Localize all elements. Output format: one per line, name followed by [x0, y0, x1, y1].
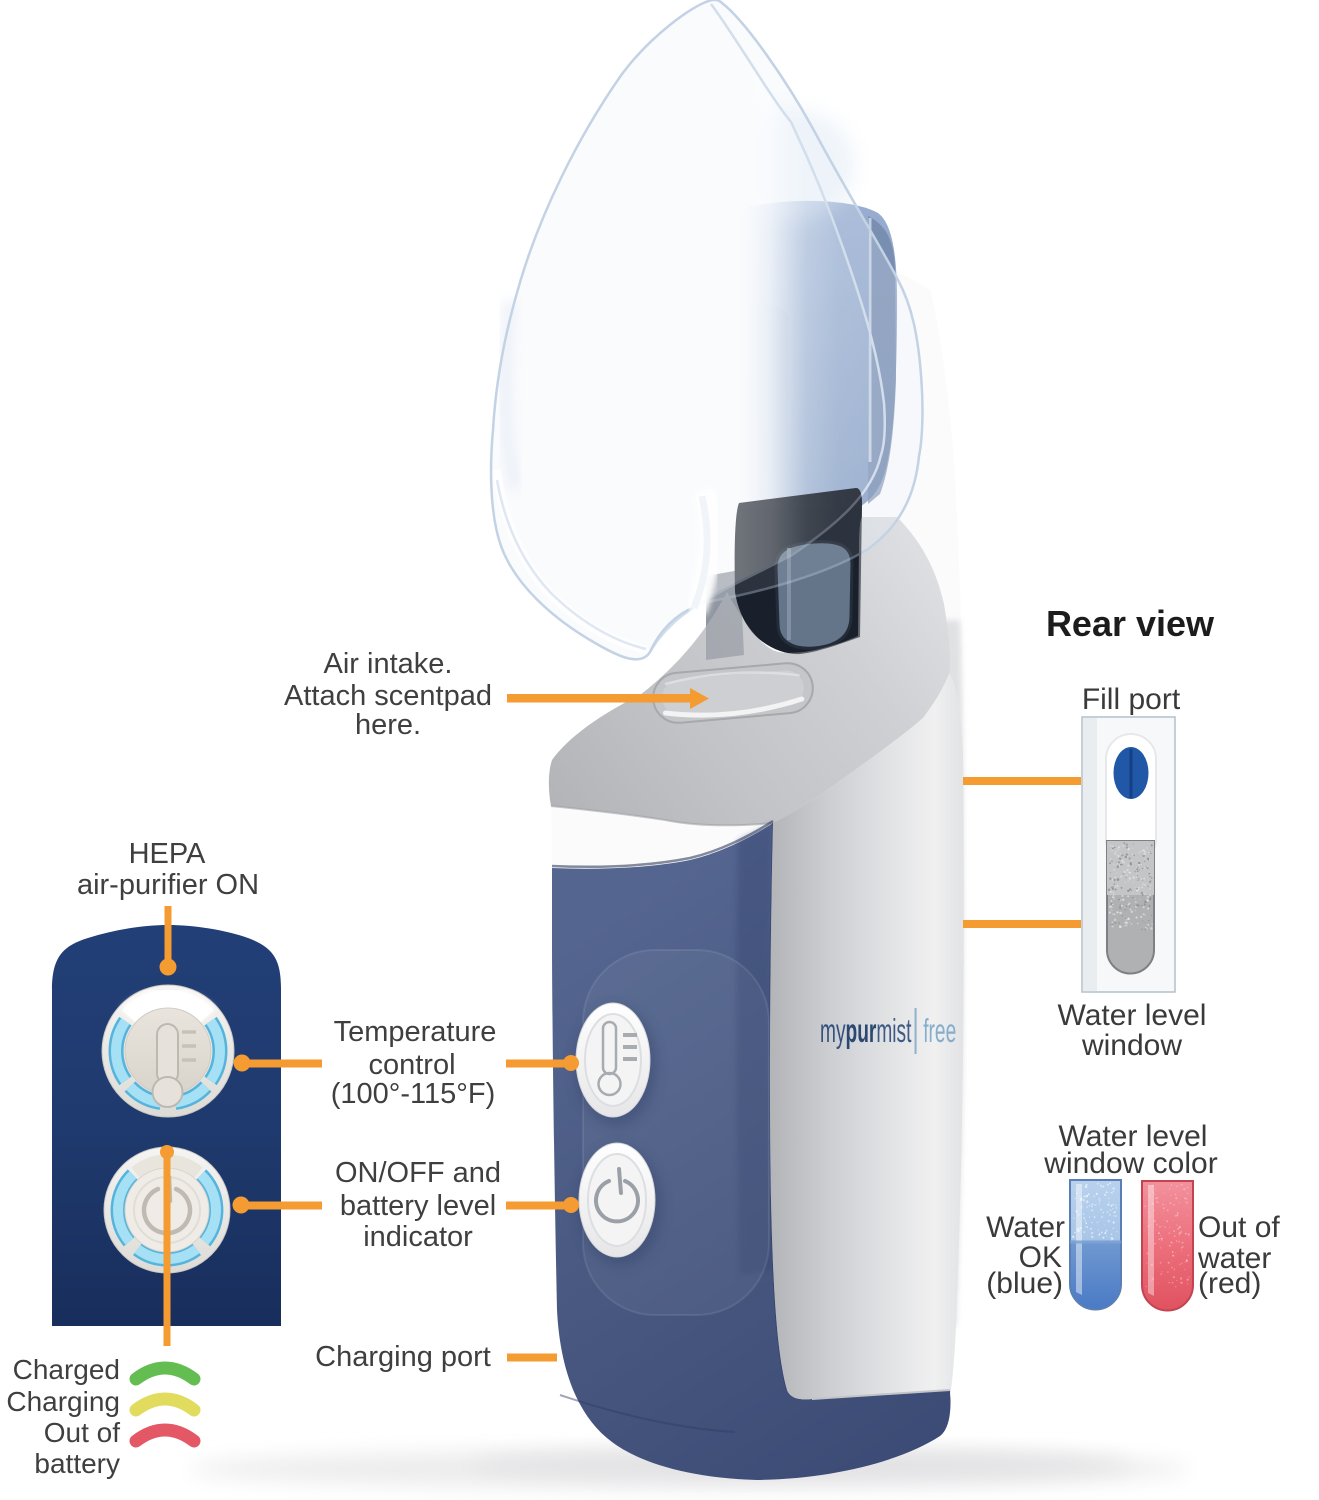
svg-text:(blue): (blue) [986, 1267, 1063, 1300]
svg-text:battery level: battery level [340, 1190, 496, 1222]
svg-text:Water level: Water level [1059, 1120, 1208, 1153]
svg-text:air-purifier ON: air-purifier ON [77, 869, 259, 901]
svg-text:here.: here. [355, 709, 421, 741]
svg-text:battery: battery [34, 1448, 120, 1479]
svg-text:Temperature: Temperature [334, 1016, 497, 1048]
svg-text:water: water [1197, 1242, 1271, 1275]
svg-text:Water: Water [986, 1211, 1065, 1244]
svg-text:Out of: Out of [1198, 1211, 1280, 1244]
svg-text:ON/OFF and: ON/OFF and [335, 1157, 501, 1189]
svg-text:Attach scentpad: Attach scentpad [284, 680, 492, 712]
svg-text:Water level: Water level [1058, 999, 1207, 1032]
svg-text:window color: window color [1043, 1147, 1217, 1180]
svg-text:Air intake.: Air intake. [324, 648, 453, 680]
svg-text:Fill port: Fill port [1082, 683, 1181, 716]
svg-text:HEPA: HEPA [129, 838, 206, 870]
svg-text:free: free [923, 1013, 956, 1050]
svg-text:Charged: Charged [13, 1354, 120, 1385]
svg-text:window: window [1081, 1029, 1182, 1062]
svg-text:Charging port: Charging port [315, 1341, 491, 1373]
svg-text:Out of: Out of [44, 1417, 120, 1448]
svg-text:Charging: Charging [6, 1386, 120, 1417]
svg-text:Rear view: Rear view [1046, 603, 1215, 644]
svg-text:(100°-115°F): (100°-115°F) [331, 1078, 496, 1110]
svg-text:OK: OK [1019, 1241, 1062, 1274]
svg-text:(red): (red) [1198, 1267, 1261, 1300]
svg-text:mypurmist: mypurmist [820, 1013, 912, 1050]
svg-text:control: control [368, 1049, 455, 1081]
svg-text:indicator: indicator [363, 1221, 473, 1253]
